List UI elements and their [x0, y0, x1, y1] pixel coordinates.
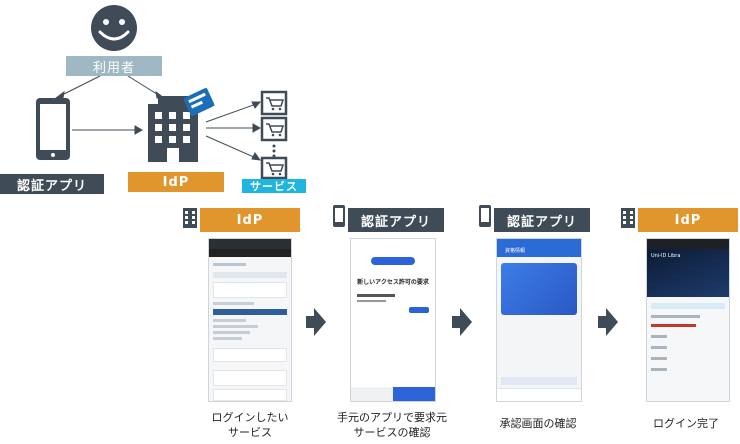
user-icon — [91, 5, 137, 51]
shopping-cart-icon — [260, 90, 288, 116]
step1-caption: ログインしたい サービス — [211, 411, 289, 439]
smartphone-icon — [36, 98, 70, 160]
next-arrow-icon — [306, 308, 326, 336]
service-label: サービス — [242, 179, 306, 193]
step2-header: 認証アプリ — [348, 208, 444, 232]
smartphone-icon — [333, 205, 345, 227]
step1-header: IdP — [200, 208, 300, 232]
next-arrow-icon — [598, 308, 618, 336]
step3-caption: 承認画面の確認 — [499, 417, 577, 430]
shopping-cart-icon — [260, 156, 288, 180]
step4-caption: ログイン完了 — [653, 417, 719, 430]
id-key-icon — [183, 88, 215, 116]
step2-screenshot: 新しいアクセス許可の要求 — [350, 238, 436, 402]
shopping-cart-icon — [260, 116, 288, 142]
step3-screenshot: 資格情報 — [496, 238, 582, 402]
overview-diagram — [36, 5, 288, 180]
step1-screenshot — [208, 238, 292, 402]
building-icon — [621, 208, 635, 228]
screen3-title: 資格情報 — [497, 245, 581, 257]
idp-label: IdP — [128, 172, 224, 192]
next-arrow-icon — [452, 308, 472, 336]
step3-header: 認証アプリ — [494, 208, 590, 232]
screen2-title: 新しいアクセス許可の要求 — [357, 279, 429, 286]
auth-app-label: 認証アプリ — [0, 174, 104, 194]
user-label: 利用者 — [66, 56, 162, 76]
step4-screenshot: Uni-ID Libra — [646, 238, 730, 402]
step4-header: IdP — [638, 208, 738, 232]
ellipsis-dots — [272, 144, 276, 158]
building-icon — [148, 96, 198, 162]
building-icon — [183, 208, 197, 228]
screen4-brand: Uni-ID Libra — [651, 253, 681, 259]
step2-caption: 手元のアプリで要求元 サービスの確認 — [337, 411, 447, 439]
smartphone-icon — [479, 205, 491, 227]
